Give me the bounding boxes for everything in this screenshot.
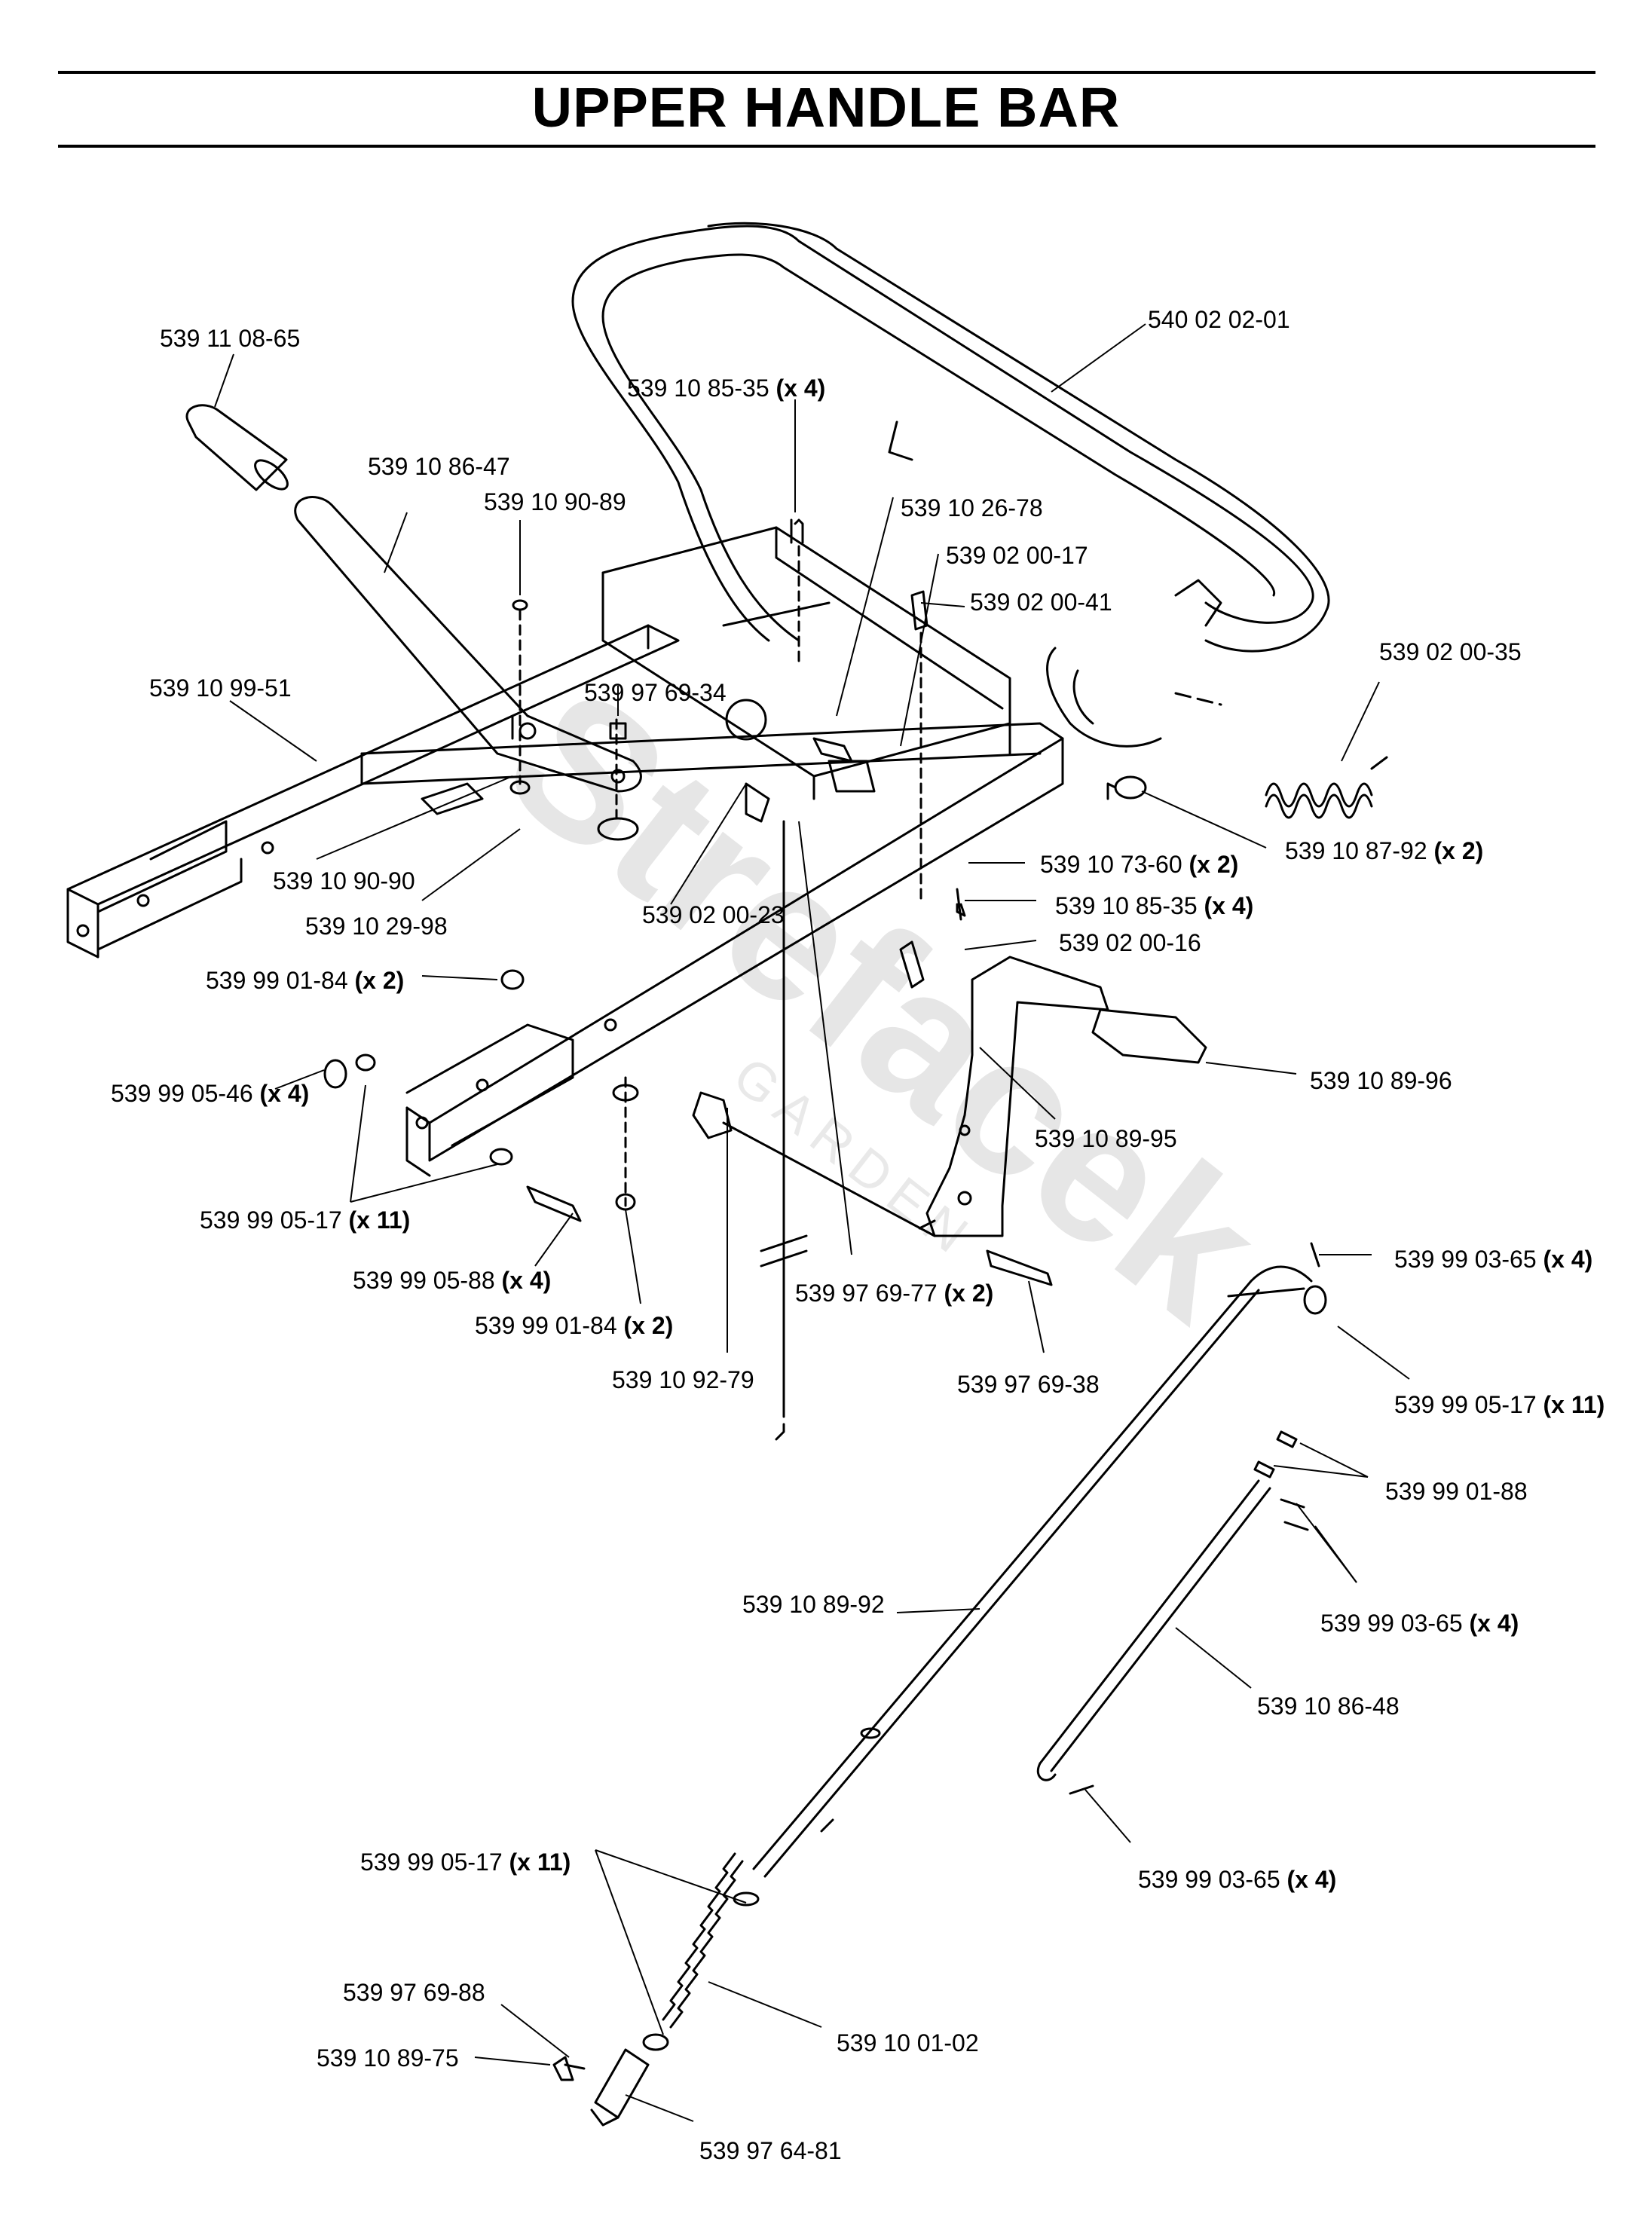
callout-c12: 539 10 87-92 (x 2) xyxy=(1285,837,1483,864)
callout-c32: 539 10 89-92 xyxy=(742,1591,885,1618)
front-bolts xyxy=(323,969,1053,1286)
switch-assembly xyxy=(745,518,966,989)
callout-c11: 539 97 69-34 xyxy=(584,679,727,706)
callout-c3: 539 10 85-35 (x 4) xyxy=(627,375,825,402)
washer-parts xyxy=(509,599,767,841)
page-title: UPPER HANDLE BAR xyxy=(531,76,1121,139)
callout-c37: 539 97 69-88 xyxy=(343,1979,485,2006)
callout-c20: 539 99 05-46 (x 4) xyxy=(111,1080,309,1107)
front-cross-bar xyxy=(360,722,1064,1177)
callout-c39: 539 10 89-75 xyxy=(317,2044,459,2072)
watermark-brand: Strefacek xyxy=(469,646,1299,1362)
foot-pedal xyxy=(918,956,1109,1237)
callout-c17: 539 10 29-98 xyxy=(305,913,448,940)
title-rule-bottom xyxy=(58,145,1595,148)
title-rule-top xyxy=(58,71,1595,74)
callout-c38: 539 10 01-02 xyxy=(837,2029,979,2056)
callout-c36: 539 99 03-65 (x 4) xyxy=(1138,1866,1336,1893)
callout-c14: 539 10 73-60 (x 2) xyxy=(1040,851,1238,878)
lever-grip xyxy=(185,404,289,491)
leader-lines xyxy=(214,323,1410,2122)
callout-c10: 539 10 99-51 xyxy=(149,674,292,702)
callout-c24: 539 99 05-88 (x 4) xyxy=(353,1267,551,1294)
long-rod xyxy=(752,1242,1327,1878)
control-lever xyxy=(294,496,642,793)
callout-c26: 539 97 69-77 (x 2) xyxy=(795,1280,993,1307)
callout-c29: 539 97 69-38 xyxy=(957,1371,1100,1398)
callout-c6: 539 10 26-78 xyxy=(901,494,1043,521)
mount-plate xyxy=(601,526,1011,800)
callout-c13: 539 10 90-90 xyxy=(273,867,415,894)
compression-spring xyxy=(642,1852,760,2051)
callout-c30: 539 99 05-17 (x 11) xyxy=(1394,1391,1605,1418)
callout-c18: 539 02 00-16 xyxy=(1059,929,1201,956)
short-rod xyxy=(1037,1479,1271,1795)
callout-c16: 539 10 85-35 (x 4) xyxy=(1055,892,1253,919)
callout-c34: 539 10 86-48 xyxy=(1257,1693,1400,1720)
handle-bar-part xyxy=(571,222,1330,748)
callout-c25: 539 99 03-65 (x 4) xyxy=(1394,1246,1592,1273)
callout-c27: 539 99 01-84 (x 2) xyxy=(475,1312,673,1339)
callout-c19: 539 99 01-84 (x 2) xyxy=(206,967,404,994)
callout-c4: 539 10 86-47 xyxy=(368,453,510,480)
bumper xyxy=(1106,775,1147,800)
callout-c28: 539 10 92-79 xyxy=(612,1366,754,1393)
left-frame-rails xyxy=(66,624,680,959)
callout-labels: 539 11 08-65 540 02 02-01 539 10 85-35 (… xyxy=(111,306,1605,2164)
small-pins xyxy=(1253,1430,1309,1531)
control-cable xyxy=(760,820,808,1441)
callout-c21: 539 10 89-96 xyxy=(1310,1067,1452,1094)
callout-c22: 539 10 89-95 xyxy=(1035,1125,1177,1152)
callout-c15: 539 02 00-23 xyxy=(642,901,785,928)
callout-c23: 539 99 05-17 (x 11) xyxy=(200,1206,410,1234)
callout-c33: 539 99 03-65 (x 4) xyxy=(1320,1610,1519,1637)
callout-c35: 539 99 05-17 (x 11) xyxy=(360,1849,571,1876)
tension-spring xyxy=(1265,756,1388,819)
callout-c1: 539 11 08-65 xyxy=(160,325,300,352)
callout-c8: 539 02 00-41 xyxy=(970,589,1112,616)
clevis xyxy=(552,2048,650,2127)
callout-c9: 539 02 00-35 xyxy=(1379,638,1522,665)
callout-c2: 540 02 02-01 xyxy=(1148,306,1290,333)
callout-c5: 539 10 90-89 xyxy=(484,488,626,515)
callout-c7: 539 02 00-17 xyxy=(946,542,1088,569)
pedal-pad xyxy=(1091,1008,1207,1064)
callout-c40: 539 97 64-81 xyxy=(699,2137,842,2164)
callout-c31: 539 99 01-88 xyxy=(1385,1478,1528,1505)
